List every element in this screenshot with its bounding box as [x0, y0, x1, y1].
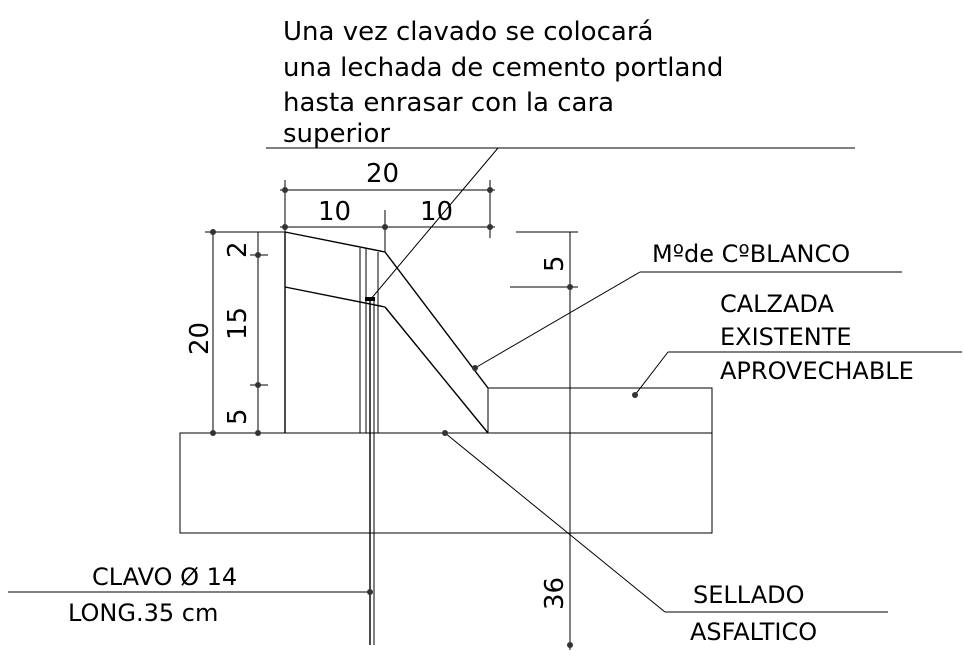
label-nail-2: LONG.35 cm: [68, 599, 218, 627]
label-nail-1: CLAVO Ø 14: [92, 563, 237, 591]
dim-left-top: 2: [223, 241, 253, 258]
label-road-3: APROVECHABLE: [720, 357, 914, 385]
mortar-callout: Mºde CºBLANCO: [472, 240, 902, 371]
note-line-4: superior: [283, 119, 390, 149]
label-seal-1: SELLADO: [693, 581, 804, 609]
note-line-2: una lechada de cemento portland: [283, 53, 723, 83]
dim-left-total: 20: [185, 322, 215, 355]
note-block: Una vez clavado se colocará una lechada …: [266, 17, 855, 301]
road-hatch: [487, 387, 713, 434]
dim-right-top: 5: [540, 255, 570, 272]
label-road-1: CALZADA: [720, 290, 834, 318]
label-road-2: EXISTENTE: [720, 323, 852, 351]
nail: [365, 297, 375, 645]
dim-left-bottom: 5: [223, 408, 253, 425]
note-line-3: hasta enrasar con la cara: [283, 88, 614, 118]
right-dimensions: 5 36: [510, 231, 578, 650]
label-seal-2: ASFALTICO: [690, 618, 817, 646]
dim-top-right: 10: [420, 197, 453, 227]
road-callout: CALZADA EXISTENTE APROVECHABLE: [632, 290, 962, 398]
top-dimensions: 20 10 10: [280, 159, 495, 252]
seal-callout: SELLADO ASFALTICO: [442, 430, 888, 646]
note-leader: [369, 147, 499, 301]
nail-callout: CLAVO Ø 14 LONG.35 cm: [8, 563, 373, 627]
dim-top-left: 10: [318, 197, 351, 227]
base-hatch: [179, 432, 713, 534]
note-line-1: Una vez clavado se colocará: [283, 17, 653, 47]
dim-right-depth: 36: [540, 577, 570, 610]
dim-left-mid: 15: [223, 307, 253, 340]
label-mortar: Mºde CºBLANCO: [652, 240, 850, 268]
dim-top-total: 20: [366, 159, 399, 189]
joint-profile: [284, 231, 489, 434]
left-dimensions: 20 2 15 5: [185, 229, 285, 436]
